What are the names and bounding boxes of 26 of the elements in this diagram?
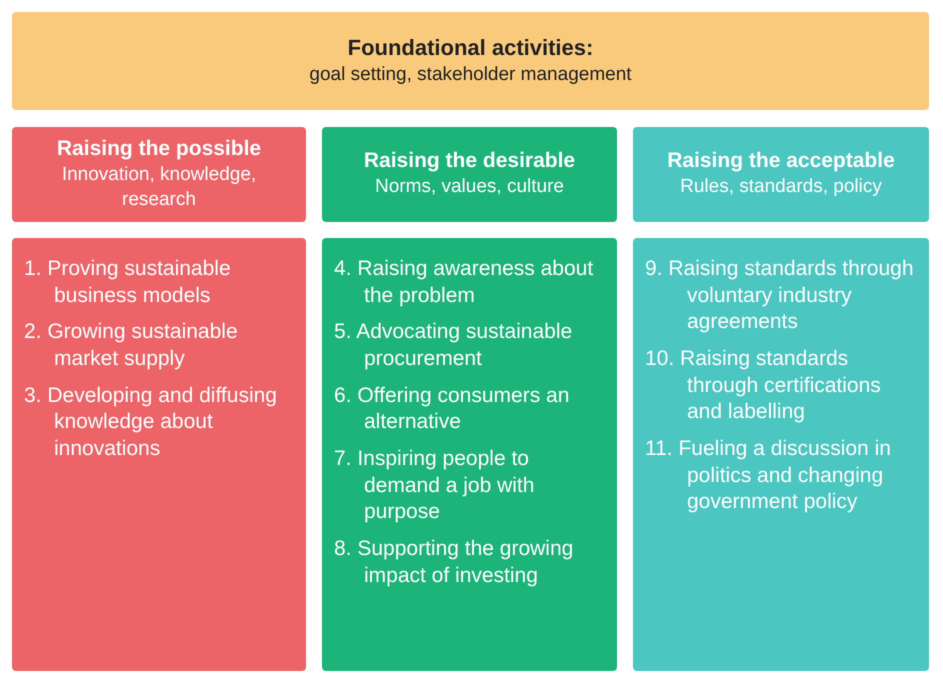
heading: Foundational activities: bbox=[348, 34, 594, 61]
list-item: 3. Developing and diffusing knowledge about innovations bbox=[24, 382, 278, 462]
heading: Raising the possible bbox=[56, 136, 262, 161]
list-item: 9. Raising standards through voluntary industry agreements bbox=[645, 256, 914, 336]
subheading: goal setting, stakeholder management bbox=[309, 62, 632, 87]
heading: Raising the desirable bbox=[364, 149, 576, 174]
header-box bbox=[633, 127, 929, 222]
subheading: Norms, values, culture bbox=[374, 175, 564, 200]
header-box bbox=[12, 12, 929, 110]
list-panel bbox=[12, 238, 306, 671]
subheading: Rules, standards, policy bbox=[680, 175, 882, 200]
list-item: 10. Raising standards through certifications and labelling bbox=[645, 346, 882, 426]
list-item: 6. Offering consumers an alternative bbox=[334, 382, 570, 436]
list-item: 8. Supporting the growing impact of investing bbox=[334, 536, 574, 589]
list-panel bbox=[322, 238, 617, 671]
list-item: 5. Advocating sustainable procurement bbox=[334, 319, 574, 372]
list-item: 2. Growing sustainable market supply bbox=[24, 319, 239, 372]
list-item: 7. Inspiring people to demand a job with purpose bbox=[334, 446, 536, 526]
header-box bbox=[12, 127, 306, 222]
list-panel bbox=[633, 238, 929, 671]
list-item: 1. Proving sustainable business models bbox=[24, 256, 232, 309]
list-item: 11. Fueling a discussion in politics and changing government policy bbox=[645, 436, 892, 516]
heading: Raising the acceptable bbox=[667, 149, 895, 174]
subheading: Innovation, knowledge, research bbox=[60, 162, 258, 212]
list-item: 4. Raising awareness about the problem bbox=[334, 256, 594, 309]
header-box bbox=[322, 127, 617, 222]
